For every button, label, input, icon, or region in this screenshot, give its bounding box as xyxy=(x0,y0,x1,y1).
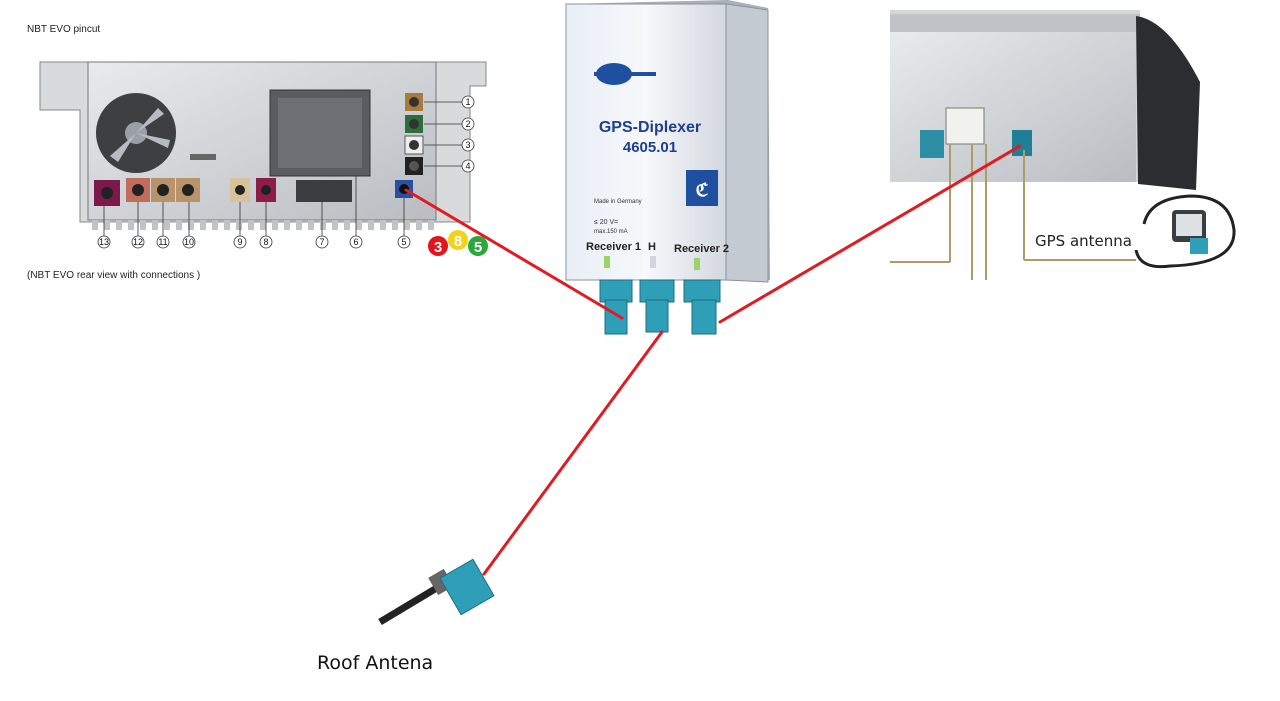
pin-label-5: 5 xyxy=(401,237,406,247)
pin-label-10: 10 xyxy=(184,237,194,247)
pin-label-12: 12 xyxy=(133,237,143,247)
fakra-port-receiver-1 xyxy=(599,279,633,335)
roof-antenna-connector xyxy=(378,558,495,626)
diplexer-model: 4605.01 xyxy=(623,139,677,156)
port-label-receiver-1: Receiver 1 xyxy=(586,241,641,253)
spec-line-2: max.150 mA xyxy=(594,229,628,235)
fakra-port-receiver-2 xyxy=(683,279,721,335)
gps-antenna-puck xyxy=(1134,194,1236,269)
fan-icon xyxy=(96,93,176,173)
cc-logo-icon: ℭ xyxy=(686,170,718,206)
wire-head-unit-to-receiver-1 xyxy=(404,188,624,320)
digit-5: 5 xyxy=(474,239,482,256)
bottom-connector-row xyxy=(94,178,276,206)
wire-gps-to-receiver-2 xyxy=(718,144,1022,324)
spec-line-1: ≤ 20 V= xyxy=(594,219,618,226)
gps-antenna-label: GPS antenna xyxy=(1035,232,1132,250)
pin-label-4: 4 xyxy=(465,161,470,171)
digit-8: 8 xyxy=(454,233,462,250)
fakra-port-h xyxy=(639,279,675,333)
head-unit-title: NBT EVO pincut xyxy=(27,24,101,35)
svg-text:ℭ: ℭ xyxy=(696,180,709,200)
highlight-digits: 3 8 5 xyxy=(428,230,488,256)
gps-diplexer-box: GPS-Diplexer 4605.01 ℭ Made in Germany ≤… xyxy=(565,0,770,335)
pin-label-3: 3 xyxy=(465,140,470,150)
wire-h-to-roof-antenna xyxy=(482,330,664,576)
pin-label-13: 13 xyxy=(99,237,109,247)
pin-label-1: 1 xyxy=(465,97,470,107)
right-connector-stack xyxy=(395,93,424,198)
head-unit-subtitle: (NBT EVO rear view with connections ) xyxy=(27,270,201,281)
pin-label-9: 9 xyxy=(237,237,242,247)
pin-label-8: 8 xyxy=(263,237,268,247)
digit-3: 3 xyxy=(434,239,442,256)
pin-label-11: 11 xyxy=(158,237,167,247)
made-in-text: Made in Germany xyxy=(594,199,642,205)
roof-antenna-label: Roof Antena xyxy=(317,652,434,674)
diplexer-title: GPS-Diplexer xyxy=(599,119,701,136)
port-label-h: H xyxy=(648,241,656,253)
manufacturer-logo xyxy=(594,63,656,85)
wires xyxy=(404,144,1022,576)
port-label-receiver-2: Receiver 2 xyxy=(674,243,729,255)
pin-label-2: 2 xyxy=(465,119,470,129)
gps-module-photo xyxy=(890,10,1236,280)
pin-label-7: 7 xyxy=(319,237,324,247)
head-unit-rear-view: 1 2 3 4 13 12 11 10 9 8 7 6 5 xyxy=(39,61,488,256)
pin-label-6: 6 xyxy=(353,237,358,247)
